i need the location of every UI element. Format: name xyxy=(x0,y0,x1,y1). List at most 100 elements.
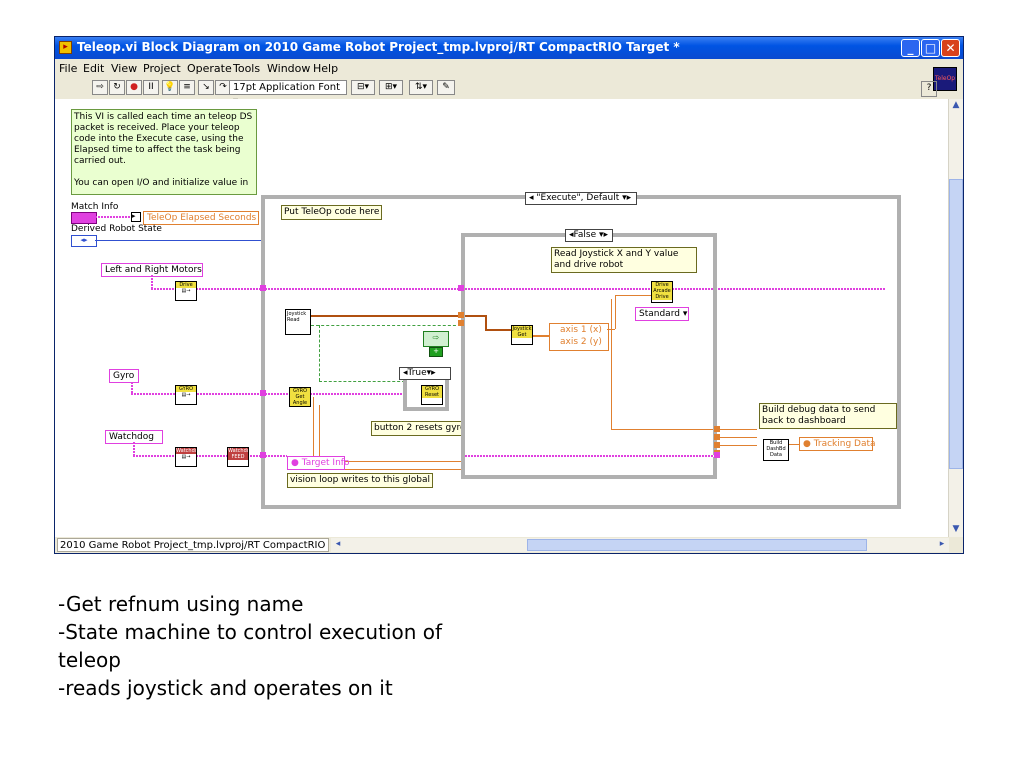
wire xyxy=(319,405,320,461)
gyro-get-angle-vi[interactable]: GYRO Get Angle xyxy=(289,387,311,407)
tunnel xyxy=(260,285,266,291)
scroll-right-icon[interactable]: ▸ xyxy=(939,539,945,549)
arcade-drive-vi[interactable]: Drive Arcade Drive xyxy=(651,281,673,303)
drive-refnum-get-vi[interactable]: Drive▤→ xyxy=(175,281,197,301)
block-diagram-canvas[interactable]: This VI is called each time an teleop DS… xyxy=(55,99,948,537)
run-continuous-icon[interactable]: ↻ xyxy=(109,80,125,95)
wire xyxy=(717,429,757,430)
step-into-icon[interactable]: ↘ xyxy=(198,80,214,95)
false-case-selector[interactable]: ◂False ▾▸ xyxy=(565,229,613,242)
boolean-constant[interactable]: + xyxy=(429,347,443,357)
unbundle-node[interactable]: ▸ xyxy=(131,212,141,222)
vi-header: Watchdog FEED xyxy=(228,448,248,460)
wire xyxy=(717,437,757,438)
minimize-icon[interactable]: _ xyxy=(901,39,920,57)
maximize-icon[interactable]: □ xyxy=(921,39,940,57)
menu-operate[interactable]: Operate xyxy=(187,62,232,75)
tunnel xyxy=(260,390,266,396)
vi-header: GYRO Reset xyxy=(422,386,442,398)
horizontal-scroll-thumb[interactable] xyxy=(527,539,867,551)
menu-view[interactable]: View xyxy=(111,62,138,75)
wire xyxy=(319,325,320,381)
watchdog-feed-vi[interactable]: Watchdog FEED xyxy=(227,447,249,467)
derived-robot-state-enum[interactable]: ◂▸ xyxy=(71,235,97,247)
pause-icon[interactable]: II xyxy=(143,80,159,95)
vi-connector-icon[interactable]: TeleOp xyxy=(933,67,957,91)
menu-edit[interactable]: Edit xyxy=(83,62,105,75)
tracking-data-global[interactable]: ● Tracking Data xyxy=(799,437,876,451)
highlight-execution-icon[interactable]: 💡 xyxy=(162,80,178,95)
clean-up-icon[interactable]: ✎ xyxy=(437,80,455,95)
bullet-item: -State machine to control execution of xyxy=(58,620,443,644)
reorder-icon[interactable]: ⇅▾ xyxy=(409,80,433,95)
joystick-get-vi[interactable]: Joystick Get xyxy=(511,325,533,345)
horizontal-scrollbar[interactable]: ◂ ▸ xyxy=(331,538,949,552)
button-2-note: button 2 resets gyro xyxy=(371,421,469,436)
wire xyxy=(131,393,263,395)
tunnel xyxy=(714,452,720,458)
index-button-node[interactable]: ⇨ xyxy=(423,331,449,347)
build-dashboard-data-vi[interactable]: Build DashBd Data xyxy=(763,439,789,461)
close-icon[interactable]: ✕ xyxy=(941,39,960,57)
gyro-refnum-wire xyxy=(265,393,405,395)
wire xyxy=(485,315,487,329)
menu-project[interactable]: Project xyxy=(143,62,181,75)
vi-header: GYRO xyxy=(176,386,196,392)
vi-header: GYRO Get Angle xyxy=(290,388,310,406)
tracking-data-label: Tracking Data xyxy=(813,439,876,449)
retain-wire-values-icon[interactable]: ≡ xyxy=(179,80,195,95)
run-arrow-icon[interactable]: ⇨ xyxy=(92,80,108,95)
menu-help[interactable]: Help xyxy=(313,62,339,75)
scroll-down-icon[interactable]: ▼ xyxy=(952,524,960,534)
true-case-selector[interactable]: ◂True▾▸ xyxy=(399,367,451,380)
teleop-elapsed-seconds[interactable]: TeleOp Elapsed Seconds xyxy=(143,211,259,225)
vertical-scrollbar[interactable]: ▲ ▼ xyxy=(948,99,963,537)
wire xyxy=(133,442,135,456)
abort-icon[interactable]: ● xyxy=(126,80,142,95)
watchdog-refnum-get-vi[interactable]: Watchdog▤→ xyxy=(175,447,197,467)
menu-window[interactable]: Window xyxy=(267,62,311,75)
wire xyxy=(131,381,133,393)
joystick-case-structure[interactable] xyxy=(461,233,717,479)
distribute-objects-icon[interactable]: ⊞▾ xyxy=(379,80,403,95)
wire xyxy=(465,455,717,457)
joystick-read-vi[interactable]: Joystick Read xyxy=(285,309,311,335)
case-selector[interactable]: ◂ "Execute", Default ▾▸ xyxy=(525,192,637,205)
wire xyxy=(319,381,405,382)
font-select[interactable]: 17pt Application Font ▾ xyxy=(229,80,347,107)
menu-file[interactable]: File xyxy=(59,62,78,75)
bullet-item: -reads joystick and operates on it xyxy=(58,676,393,700)
vertical-scroll-thumb[interactable] xyxy=(949,179,963,469)
wire xyxy=(465,288,713,290)
wire xyxy=(151,275,153,289)
tunnel xyxy=(458,320,464,326)
context-help-icon[interactable]: ? xyxy=(921,81,937,97)
target-info-global[interactable]: ● Target Info xyxy=(287,456,349,470)
gyro-refnum[interactable]: Gyro xyxy=(109,369,139,383)
match-info-cluster[interactable] xyxy=(71,212,97,224)
true-case-value: True xyxy=(407,368,427,378)
slide-bullets: -Get refnum using name -State machine to… xyxy=(58,590,518,702)
gyro-refnum-get-vi[interactable]: GYRO▤→ xyxy=(175,385,197,405)
wire xyxy=(611,429,713,430)
tunnel xyxy=(260,452,266,458)
vi-header: Watchdog xyxy=(176,448,196,454)
align-objects-icon[interactable]: ⊟▾ xyxy=(351,80,375,95)
wire xyxy=(95,216,131,218)
menu-tools[interactable]: Tools xyxy=(233,62,261,75)
scroll-left-icon[interactable]: ◂ xyxy=(335,539,341,549)
drive-mode-select[interactable]: Standard ▾ xyxy=(635,307,689,321)
wire xyxy=(465,315,485,317)
derived-robot-state-label: Derived Robot State xyxy=(71,224,162,234)
wire xyxy=(611,299,612,429)
target-info-label: Target Info xyxy=(301,458,350,468)
scroll-up-icon[interactable]: ▲ xyxy=(952,100,960,110)
vi-header: Drive xyxy=(176,282,196,288)
unbundle-axes[interactable]: axis 1 (x) axis 2 (y) xyxy=(549,323,609,351)
title-bar[interactable]: ▸ Teleop.vi Block Diagram on 2010 Game R… xyxy=(55,37,963,59)
vi-header: Drive Arcade Drive xyxy=(652,282,672,300)
gyro-reset-vi[interactable]: GYRO Reset xyxy=(421,385,443,405)
watchdog-wire xyxy=(265,455,287,457)
toolbar: ⇨ ↻ ● II 💡 ≡ ↘ ↷ 17pt Application Font ▾… xyxy=(55,77,963,107)
tunnel xyxy=(458,285,464,291)
